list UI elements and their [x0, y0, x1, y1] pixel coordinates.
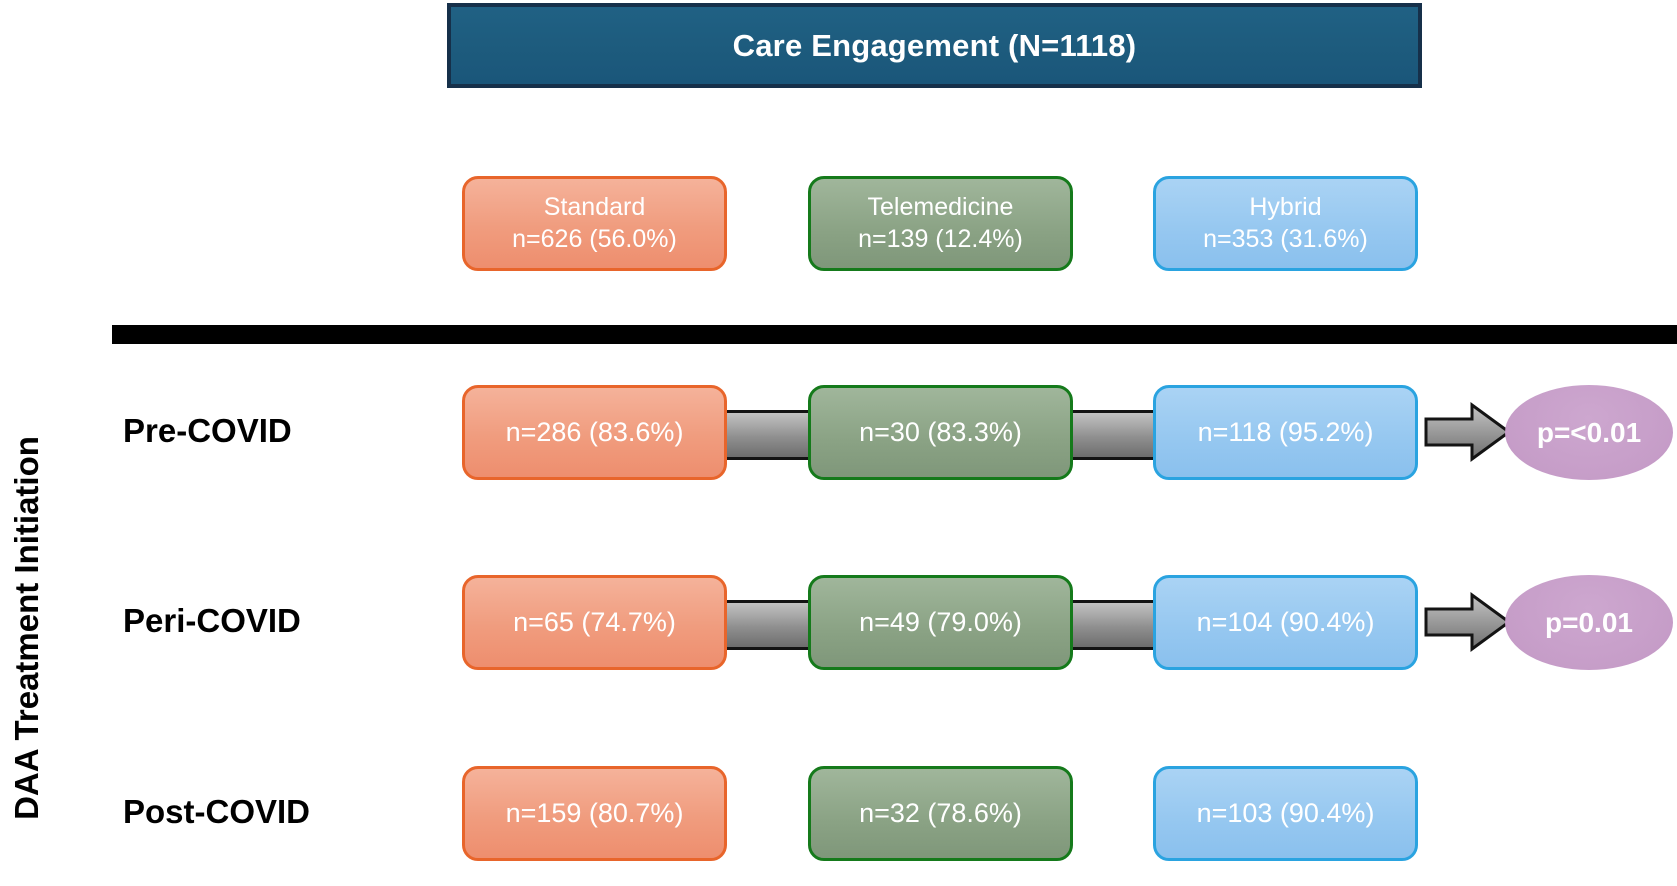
cell-value: n=159 (80.7%) [505, 797, 684, 828]
cell-value: n=286 (83.6%) [505, 416, 684, 447]
cell-value: n=30 (83.3%) [859, 416, 1022, 447]
cell-value: n=49 (79.0%) [859, 606, 1022, 637]
group-label: Hybrid [1249, 193, 1322, 222]
p-value-ellipse: p=<0.01 [1505, 385, 1673, 480]
header-box: Care Engagement (N=1118) [447, 3, 1422, 88]
group-box-telemedicine: Telemedicine n=139 (12.4%) [808, 176, 1073, 271]
cell-pre-hybrid: n=118 (95.2%) [1153, 385, 1418, 480]
cell-post-standard: n=159 (80.7%) [462, 766, 727, 861]
row-label-peri-covid: Peri-COVID [123, 602, 301, 640]
right-arrow-icon [1424, 402, 1512, 462]
group-count: n=139 (12.4%) [858, 224, 1023, 253]
cell-value: n=104 (90.4%) [1196, 606, 1375, 637]
header-title: Care Engagement (N=1118) [732, 27, 1137, 63]
group-label: Standard [543, 193, 646, 222]
cell-peri-standard: n=65 (74.7%) [462, 575, 727, 670]
cell-peri-telemedicine: n=49 (79.0%) [808, 575, 1073, 670]
p-value-ellipse: p=0.01 [1505, 575, 1673, 670]
p-value-text: p=<0.01 [1536, 416, 1642, 448]
group-box-standard: Standard n=626 (56.0%) [462, 176, 727, 271]
group-label: Telemedicine [867, 193, 1014, 222]
cell-value: n=103 (90.4%) [1196, 797, 1375, 828]
cell-pre-standard: n=286 (83.6%) [462, 385, 727, 480]
group-count: n=353 (31.6%) [1203, 224, 1368, 253]
p-value-text: p=0.01 [1545, 606, 1633, 638]
y-axis-label: DAA Treatment Initiation [8, 436, 45, 820]
divider-bar [112, 325, 1677, 344]
right-arrow-icon [1424, 592, 1512, 652]
group-box-hybrid: Hybrid n=353 (31.6%) [1153, 176, 1418, 271]
row-label-post-covid: Post-COVID [123, 793, 311, 831]
cell-value: n=32 (78.6%) [859, 797, 1022, 828]
cell-peri-hybrid: n=104 (90.4%) [1153, 575, 1418, 670]
cell-post-hybrid: n=103 (90.4%) [1153, 766, 1418, 861]
cell-value: n=118 (95.2%) [1197, 416, 1374, 447]
cell-pre-telemedicine: n=30 (83.3%) [808, 385, 1073, 480]
cell-post-telemedicine: n=32 (78.6%) [808, 766, 1073, 861]
cell-value: n=65 (74.7%) [513, 606, 676, 637]
row-label-pre-covid: Pre-COVID [123, 412, 292, 450]
group-count: n=626 (56.0%) [512, 224, 677, 253]
